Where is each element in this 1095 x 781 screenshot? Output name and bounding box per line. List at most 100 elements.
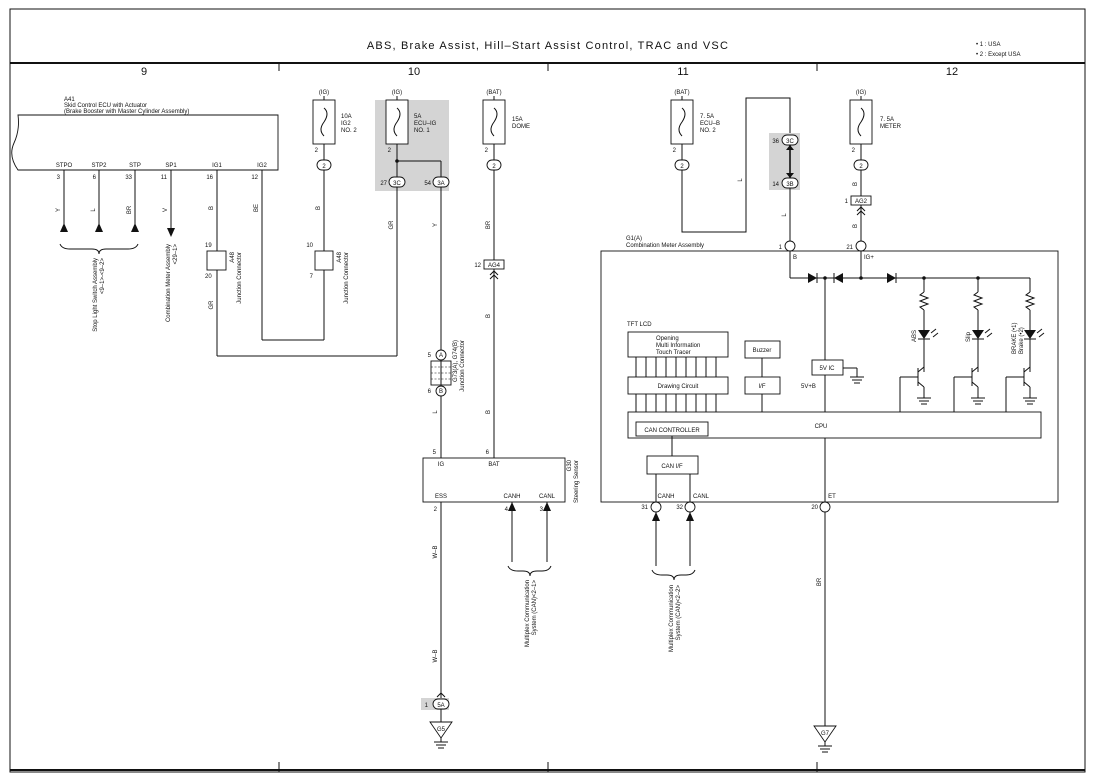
conn-3c-label: 3C: [393, 181, 401, 187]
meter-canh-label: CANH: [657, 494, 674, 500]
opening-box: [627, 331, 729, 358]
diode-2: [834, 273, 843, 283]
g73-conn-label: A: [439, 353, 443, 359]
ag2-label: AG2: [855, 199, 868, 205]
g74-pin: 6: [428, 389, 432, 395]
conn-3c-pin: 27: [380, 181, 387, 187]
combination-meter: G1(A) Combination Meter Assembly 1 21 B …: [600, 236, 1059, 503]
ag4-arrow: [489, 270, 499, 280]
a48-left-code: A48: [230, 251, 236, 262]
wire-br: BR: [127, 205, 133, 214]
wire-l-jc: L: [433, 410, 439, 414]
meter-pin-canh: 31: [641, 505, 648, 511]
fuse-meter-supply: (IG): [856, 90, 866, 96]
pin-sp1: 11: [161, 175, 168, 181]
vic-label: 5V IC: [819, 366, 835, 372]
pin-stp: 33: [125, 175, 132, 181]
lamp-slip-label: Slip: [966, 331, 972, 342]
brace-stop-switch: [59, 243, 139, 255]
ag2-pin: 1: [845, 199, 849, 205]
meter-name: Combination Meter Assembly: [626, 243, 704, 249]
term-stp: STP: [129, 163, 141, 169]
meter-et-label: ET: [828, 494, 836, 500]
can-if-label: CAN I/F: [661, 464, 683, 470]
ecu-terminals: STPO STP2 STP SP1 IG1 IG2 3 6 33 11 16 1…: [56, 163, 268, 332]
steering-sensor: 5 6 IG BAT ESS CANH CANL G30 Steering Se…: [422, 450, 580, 698]
column-markers: 9 10 11 12: [141, 63, 958, 772]
fuse-meter-name: METER: [880, 124, 902, 130]
stop-switch-name: Stop Light Switch Assembly: [93, 258, 99, 332]
fuse-dome-rating: 15A: [512, 117, 523, 123]
buzzer-label: Buzzer: [753, 348, 772, 354]
steer-ess: ESS: [435, 494, 447, 500]
term-sp1: SP1: [165, 163, 177, 169]
steer-ig: IG: [438, 462, 445, 468]
fuse-ecu-b-rating: 7. 5A: [700, 114, 714, 120]
fuse-ecu-ig-rating: 5A: [414, 114, 421, 120]
page-title: ABS, Brake Assist, Hill–Start Assist Con…: [367, 40, 729, 52]
conn-3b-label: 3B: [786, 182, 793, 188]
can-controller-label: CAN CONTROLLER: [644, 428, 700, 434]
a48-right-code: A48: [337, 251, 343, 262]
opening-line2: Multi Information: [656, 343, 700, 349]
steer-pin-canh: 4: [505, 507, 509, 513]
fuse-ecu-b-element: [678, 107, 686, 137]
fuse-meter-pin: 2: [852, 148, 856, 154]
comb-meter-ref-name: Combination Meter Assembly: [166, 244, 172, 322]
wire-wb-2: W–B: [433, 649, 439, 662]
drawing-label: Drawing Circuit: [658, 384, 699, 390]
ground-g5: 1 5A G5: [421, 692, 453, 749]
a48-left-name: Junction Connector: [237, 252, 243, 304]
tft-label: TFT LCD: [627, 322, 652, 328]
wire-ecu-b-loop: [681, 97, 791, 233]
a48-left-pin-top: 19: [205, 243, 212, 249]
junction-a48-left: [206, 250, 227, 271]
fuse-ecu-ig-name: ECU–IG: [414, 121, 437, 127]
conn-3a-label: 3A: [437, 181, 444, 187]
fuse-ecu-b-no2: (BAT) 7. 5A ECU–B NO. 2 2 2 L 3C 36 3B 1…: [670, 90, 800, 241]
fuse-dome: (BAT) 15A DOME 2 2 BR AG4 12 B B: [474, 90, 530, 458]
transistor-slip: [953, 366, 985, 412]
fuse-dome-conn-label: 2: [492, 164, 496, 170]
conn-3b-pin: 14: [772, 182, 779, 188]
meter-conn-b: [784, 240, 796, 252]
meter-pin-canl: 32: [676, 505, 683, 511]
wire-br-dome: BR: [486, 220, 492, 229]
ecu-body: [11, 114, 279, 171]
brace-mux1: [507, 565, 552, 577]
pin-stpo: 3: [57, 175, 61, 181]
g7-label: G7: [821, 731, 830, 737]
meter-code: G1(A): [626, 236, 642, 242]
term-ig1: IG1: [212, 163, 222, 169]
transistor-abs: [899, 366, 931, 412]
ground-g7: G7: [813, 725, 837, 753]
wire-b-meter-2: B: [853, 224, 859, 228]
ig-wiring: 2 B BE 19 20 A48 Junction Connector GR: [205, 170, 397, 357]
steer-canl: CANL: [539, 494, 556, 500]
fuse-meter-element: [857, 107, 865, 137]
if-label: I/F: [759, 384, 766, 390]
comb-meter-ref-code: <29–1>: [173, 244, 179, 265]
lamp-slip: Slip: [966, 278, 993, 372]
lamp-brake-label: BRAKE (•1): [1012, 323, 1018, 354]
fuse-ecu-ig-no: NO. 1: [414, 128, 430, 134]
arrow-sp1: [167, 228, 175, 237]
steer-pin-ig: 5: [433, 450, 437, 456]
pin-ig1: 16: [206, 175, 213, 181]
fuse-ig2-pin: 2: [315, 148, 319, 154]
lamp-abs-label: ABS: [912, 330, 918, 342]
steer-bat: BAT: [488, 462, 500, 468]
column-label-9: 9: [141, 66, 147, 78]
fuse-meter: (IG) 7. 5A METER 2 2 B AG2 1 B: [845, 90, 902, 241]
a48-right-pin-bottom: 7: [310, 274, 314, 280]
g73-conn: [435, 349, 447, 361]
mux2-line1: Multiplex Communication: [669, 585, 675, 652]
wire-wb-1: W–B: [433, 545, 439, 558]
fuse-ig2-conn-label: 2: [322, 164, 326, 170]
opening-line1: Opening: [656, 336, 679, 342]
fuse-ecu-b-no: NO. 2: [700, 128, 716, 134]
wire-y: Y: [56, 208, 62, 212]
fuse-dome-pin: 2: [485, 148, 489, 154]
conn-3a-pin: 54: [424, 181, 431, 187]
